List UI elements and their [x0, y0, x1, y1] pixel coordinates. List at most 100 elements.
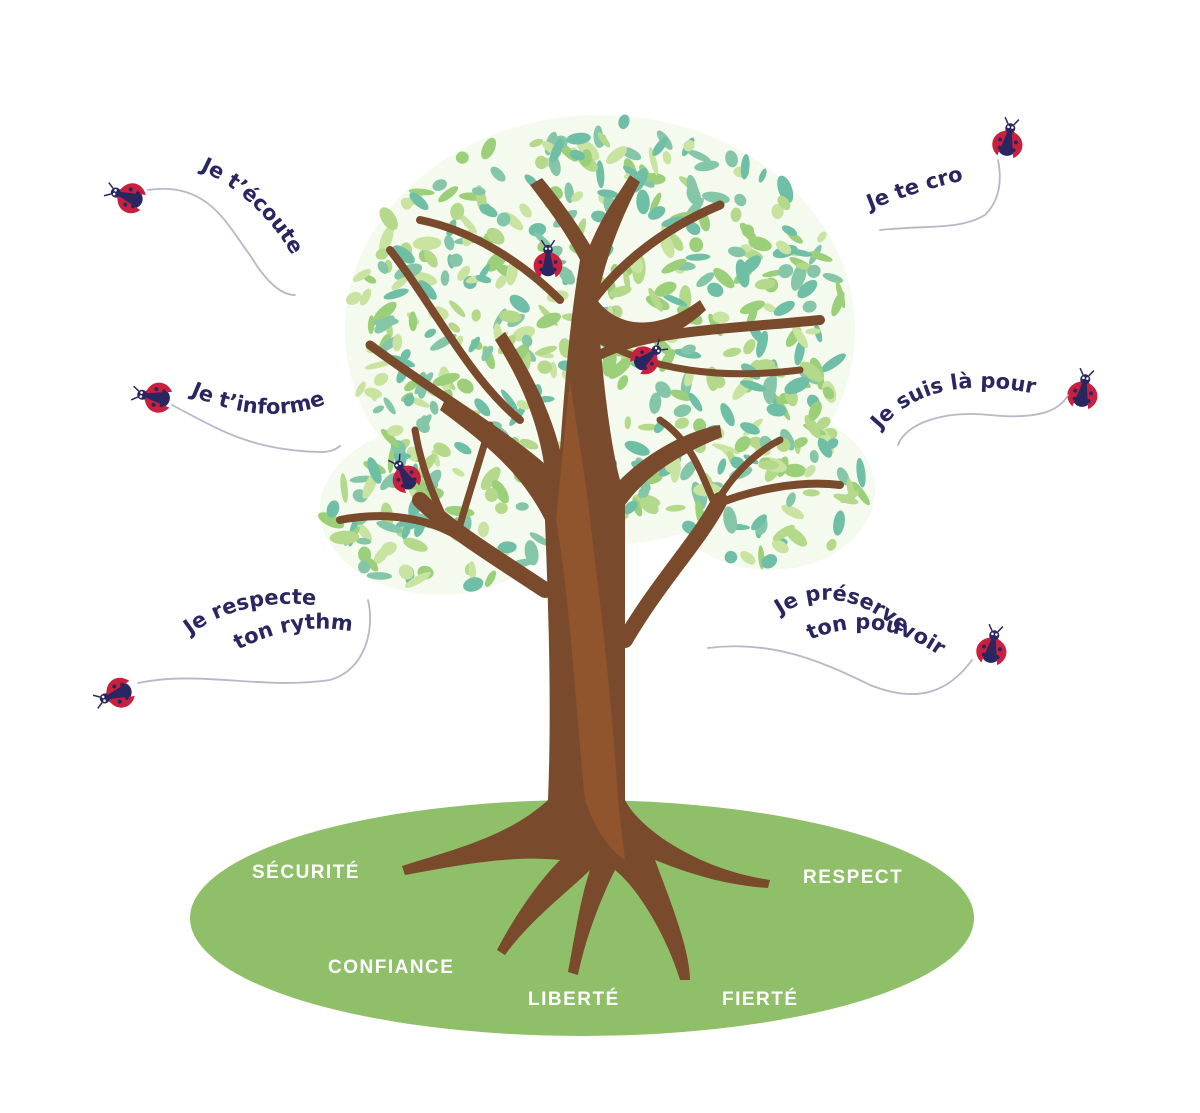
connector-curve [707, 645, 973, 695]
leaf [686, 185, 701, 205]
leaf [758, 460, 779, 470]
leaf [792, 325, 808, 349]
leaf [805, 328, 821, 335]
leaf [450, 202, 465, 221]
leaf [648, 287, 663, 312]
leaf [468, 336, 481, 353]
leaf [366, 572, 393, 580]
leaf [728, 246, 746, 258]
leaf [655, 381, 672, 398]
leaf [364, 360, 393, 370]
leaf [622, 165, 642, 179]
leaf [623, 269, 631, 291]
leaf [669, 233, 684, 251]
leaf [372, 405, 385, 414]
leaf [383, 288, 409, 300]
leaf [403, 537, 428, 552]
ladybug-icon [100, 174, 149, 218]
leaf [717, 458, 727, 475]
tree-trunk [336, 175, 844, 980]
leaf [802, 489, 820, 497]
leaf [723, 347, 742, 358]
leaf [686, 221, 701, 235]
leaf [781, 504, 805, 520]
leaf [521, 334, 533, 347]
leaf [479, 204, 498, 218]
leaf [670, 389, 692, 402]
leaf [357, 560, 371, 574]
leaf [648, 206, 666, 220]
leaf [448, 300, 466, 318]
ladybug-icon [128, 377, 175, 416]
value-confiance: CONFIANCE [328, 957, 454, 978]
leaf [712, 375, 726, 389]
phrase-informe: Je t’informe [186, 377, 327, 419]
leaf [373, 372, 389, 386]
leaf [720, 403, 735, 427]
leaf [804, 464, 816, 478]
leaf [662, 151, 672, 165]
leaf [452, 467, 465, 477]
leaf [816, 416, 831, 430]
value-liberte: LIBERTÉ [528, 988, 620, 1010]
leaf [763, 303, 776, 313]
leaf [408, 311, 418, 332]
leaf [373, 301, 397, 323]
leaf [784, 463, 807, 478]
phrase-preserve-line2: ton pouvoir [803, 610, 950, 661]
leaf [725, 150, 738, 168]
leaf [471, 309, 481, 322]
leaf [680, 460, 697, 481]
leaf [741, 224, 755, 238]
leaf [739, 380, 767, 392]
connector-curve [137, 599, 371, 684]
leaf [688, 392, 703, 412]
connector-curve [879, 159, 1001, 231]
leaf [454, 441, 472, 455]
leaf [833, 510, 845, 536]
leaf [694, 160, 720, 172]
leaf [639, 497, 659, 515]
leaf [662, 293, 688, 307]
leaf [707, 282, 724, 298]
leaf [477, 521, 490, 538]
leaf [683, 140, 695, 152]
leaf [648, 147, 659, 176]
leaf [486, 227, 505, 245]
leaf [432, 179, 447, 191]
leaf [509, 294, 530, 313]
leaf [808, 401, 822, 421]
leaf [649, 392, 662, 414]
leaf [387, 425, 404, 437]
leaf [807, 264, 821, 278]
leaf [500, 389, 518, 412]
leaf [558, 266, 575, 285]
leaf [804, 414, 821, 439]
leaf [534, 232, 552, 248]
phrase-ecoute: Je t’écoute [196, 152, 308, 258]
leaf [799, 361, 824, 382]
leaf [746, 307, 758, 326]
leaf [685, 253, 711, 261]
leaf [352, 268, 372, 282]
leaf [392, 245, 415, 264]
leaf [380, 428, 400, 448]
leaf [449, 253, 463, 267]
leaf [684, 370, 694, 387]
connector-curve [171, 404, 341, 453]
leaf [761, 554, 778, 569]
leaf [569, 149, 585, 161]
leaf [649, 192, 662, 213]
leaf [475, 274, 492, 284]
leaf [773, 300, 795, 316]
leaf [743, 339, 756, 355]
leaf [429, 400, 439, 415]
leaf [379, 207, 398, 231]
leaf [419, 415, 430, 432]
leaf [481, 137, 497, 160]
leaf [681, 344, 696, 355]
leaf [617, 375, 629, 390]
leaf [355, 381, 366, 397]
leaf [840, 490, 860, 504]
